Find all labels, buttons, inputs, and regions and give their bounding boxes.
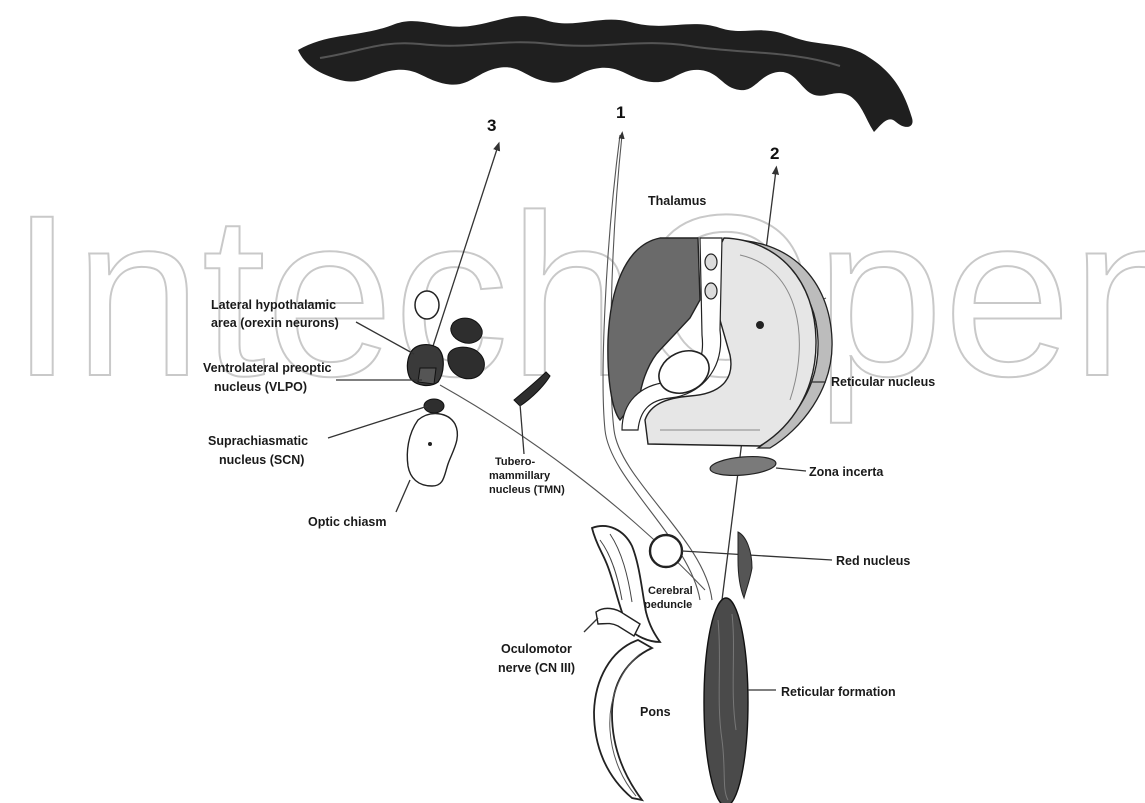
label-cerebral-peduncle-line2: peduncle (644, 599, 692, 611)
label-pons: Pons (640, 705, 671, 719)
label-reticular-nucleus: Reticular nucleus (831, 375, 935, 389)
oculomotor-leader (584, 618, 598, 632)
label-tmn-line2: mammillary (489, 470, 551, 482)
label-vlpo-line1: Ventrolateral preoptic (203, 361, 332, 375)
red-nucleus-leader (682, 551, 832, 560)
vlpo-shape (418, 368, 436, 384)
label-tmn-line1: Tubero- (495, 456, 535, 468)
zona-incerta-leader (776, 468, 806, 471)
thalamus-structure (608, 238, 832, 448)
label-zona-incerta: Zona incerta (809, 465, 884, 479)
label-oculomotor-line2: nerve (CN III) (498, 661, 575, 675)
pathway-number-1: 1 (616, 103, 625, 122)
optic-chiasm-shape (407, 414, 457, 486)
label-vlpo-line2: nucleus (VLPO) (214, 380, 307, 394)
label-red-nucleus: Red nucleus (836, 554, 910, 568)
small-peduncle-shape (738, 532, 752, 598)
label-cerebral-peduncle-line1: Cerebral (648, 585, 693, 597)
label-reticular-formation: Reticular formation (781, 685, 896, 699)
zona-incerta-shape (709, 454, 776, 478)
label-tmn-line3: nucleus (TMN) (489, 484, 565, 496)
pathway-number-2: 2 (770, 144, 779, 163)
red-nucleus-shape (650, 535, 682, 567)
watermark: IntechOpen (10, 167, 1145, 424)
label-optic-chiasm: Optic chiasm (308, 515, 387, 529)
label-thalamus: Thalamus (648, 194, 706, 208)
optic-chiasm-leader (396, 480, 410, 512)
label-lateral-hypothalamic-line1: Lateral hypothalamic (211, 298, 336, 312)
small-open-nucleus (415, 291, 439, 319)
pathway-number-3: 3 (487, 116, 496, 135)
reticular-formation-shape (704, 598, 748, 803)
label-lateral-hypothalamic-line2: area (orexin neurons) (211, 316, 339, 330)
label-oculomotor-line1: Oculomotor (501, 642, 572, 656)
pons-shape (594, 640, 652, 800)
label-scn-line1: Suprachiasmatic (208, 434, 308, 448)
cortex-band (298, 16, 913, 132)
label-scn-line2: nucleus (SCN) (219, 453, 304, 467)
